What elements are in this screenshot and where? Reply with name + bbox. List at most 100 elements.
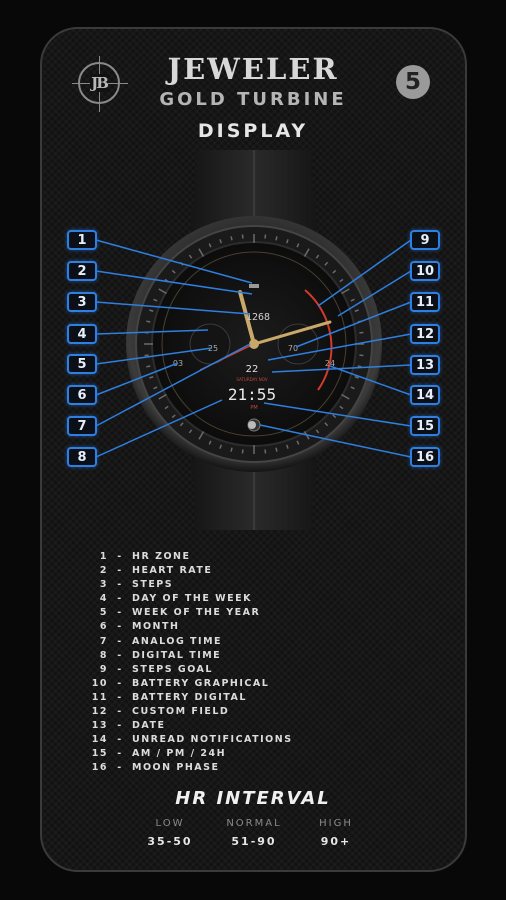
bezel-tick <box>286 239 289 244</box>
bezel-tick <box>153 386 158 390</box>
bezel-tick <box>332 414 337 419</box>
bezel-tick <box>286 444 289 449</box>
bezel-tick <box>198 248 205 257</box>
bezel-tick <box>324 422 329 427</box>
date-display: 22 <box>246 364 259 375</box>
callout-12: 12 <box>410 324 440 344</box>
bezel-tick <box>230 447 233 452</box>
bezel-tick <box>275 447 278 452</box>
hr-zone-low: LOW 35-50 <box>140 818 200 848</box>
minute-hand <box>252 320 332 346</box>
bezel-tick <box>149 376 154 379</box>
hr-zone-indicator <box>249 284 259 288</box>
day-display: 25 <box>208 344 218 353</box>
bezel-tick <box>158 393 167 400</box>
callout-7: 7 <box>67 416 97 436</box>
bezel-tick <box>179 422 184 427</box>
callout-14: 14 <box>410 385 440 405</box>
legend-item: 8-DIGITAL TIME <box>99 649 222 661</box>
hr-zone-label: LOW <box>155 818 185 829</box>
bezel-tick <box>208 243 212 248</box>
callout-16: 16 <box>410 447 440 467</box>
bezel-tick <box>188 429 193 434</box>
subdial-left <box>189 323 231 365</box>
hr-zone-high: HIGH 90+ <box>306 818 366 848</box>
notif-display: 24 <box>325 359 335 368</box>
callout-1: 1 <box>67 230 97 250</box>
legend-item: 7-ANALOG TIME <box>99 635 223 647</box>
bezel-tick <box>332 269 337 274</box>
center-cap <box>249 339 259 349</box>
callout-10: 10 <box>410 261 440 281</box>
bezel-tick <box>315 429 320 434</box>
callout-6: 6 <box>67 385 97 405</box>
bezel-tick <box>219 444 222 449</box>
legend-item: 4-DAY OF THE WEEK <box>99 593 252 605</box>
callout-4: 4 <box>67 324 97 344</box>
brand-title: JEWELER <box>167 52 339 86</box>
bezel-tick <box>357 365 362 368</box>
bezel-tick <box>149 309 154 312</box>
bezel-tick <box>198 431 205 440</box>
hr-zone-value: 51-90 <box>231 835 277 848</box>
bezel-tick <box>315 254 320 259</box>
bezel-tick <box>171 269 176 274</box>
bezel-tick <box>219 239 222 244</box>
bezel-tick <box>164 405 169 410</box>
bezel-tick <box>146 320 151 323</box>
callout-9: 9 <box>410 230 440 250</box>
callout-15: 15 <box>410 416 440 436</box>
bezel-tick <box>341 288 350 295</box>
digital-time-display: 21:55 <box>228 385 276 404</box>
bezel-tick <box>146 365 151 368</box>
bezel-tick <box>341 393 350 400</box>
callout-5: 5 <box>67 354 97 374</box>
bezel-tick <box>188 254 193 259</box>
date-label-display: SATURDAY NOV <box>236 377 267 382</box>
legend-item: 11-BATTERY DIGITAL <box>91 691 247 703</box>
bezel-tick <box>354 309 359 312</box>
legend-item: 13-DATE <box>91 720 166 732</box>
legend-item: 3-STEPS <box>99 579 174 591</box>
logo-text: JB <box>90 74 109 92</box>
legend-item: 6-MONTH <box>99 621 180 633</box>
legend-item: 15-AM / PM / 24H <box>91 748 227 760</box>
callout-3: 3 <box>67 292 97 312</box>
hr-zone-value: 90+ <box>320 835 352 848</box>
legend-item: 10-BATTERY GRAPHICAL <box>91 677 270 689</box>
bezel-tick <box>208 440 212 445</box>
hr-interval-title: HR INTERVAL <box>175 788 331 809</box>
bezel-tick <box>296 440 300 445</box>
hr-zone-label: NORMAL <box>226 818 282 829</box>
hr-zone-value: 35-50 <box>147 835 193 848</box>
bezel-tick <box>339 278 344 283</box>
ampm-display: PM <box>250 405 257 411</box>
legend-item: 12-CUSTOM FIELD <box>91 706 230 718</box>
section-title: DISPLAY <box>197 120 309 142</box>
hr-zone-label: HIGH <box>319 818 353 829</box>
bezel-tick <box>354 376 359 379</box>
bezel-tick <box>153 298 158 302</box>
bezel-tick <box>171 414 176 419</box>
legend-item: 5-WEEK OF THE YEAR <box>99 607 261 619</box>
brand-subtitle: GOLD TURBINE <box>159 89 347 110</box>
bezel-tick <box>350 386 355 390</box>
feature-legend: 1-HR ZONE 2-HEART RATE 3-STEPS 4-DAY OF … <box>90 550 410 776</box>
bezel-tick <box>275 236 278 241</box>
bezel-tick <box>230 236 233 241</box>
bezel-tick <box>296 243 300 248</box>
callout-2: 2 <box>67 261 97 281</box>
bezel-tick <box>350 298 355 302</box>
legend-item: 1-HR ZONE <box>99 551 191 562</box>
legend-item: 9-STEPS GOAL <box>99 663 213 675</box>
callout-8: 8 <box>67 447 97 467</box>
brand-logo: JB <box>72 56 128 112</box>
hour-hand <box>238 290 256 346</box>
number-badge: 5 <box>396 65 430 99</box>
bezel-tick <box>158 288 167 295</box>
bezel-tick <box>324 261 329 266</box>
bezel-tick <box>303 248 310 257</box>
callout-11: 11 <box>410 292 440 312</box>
legend-item: 14-UNREAD NOTIFICATIONS <box>91 734 293 746</box>
